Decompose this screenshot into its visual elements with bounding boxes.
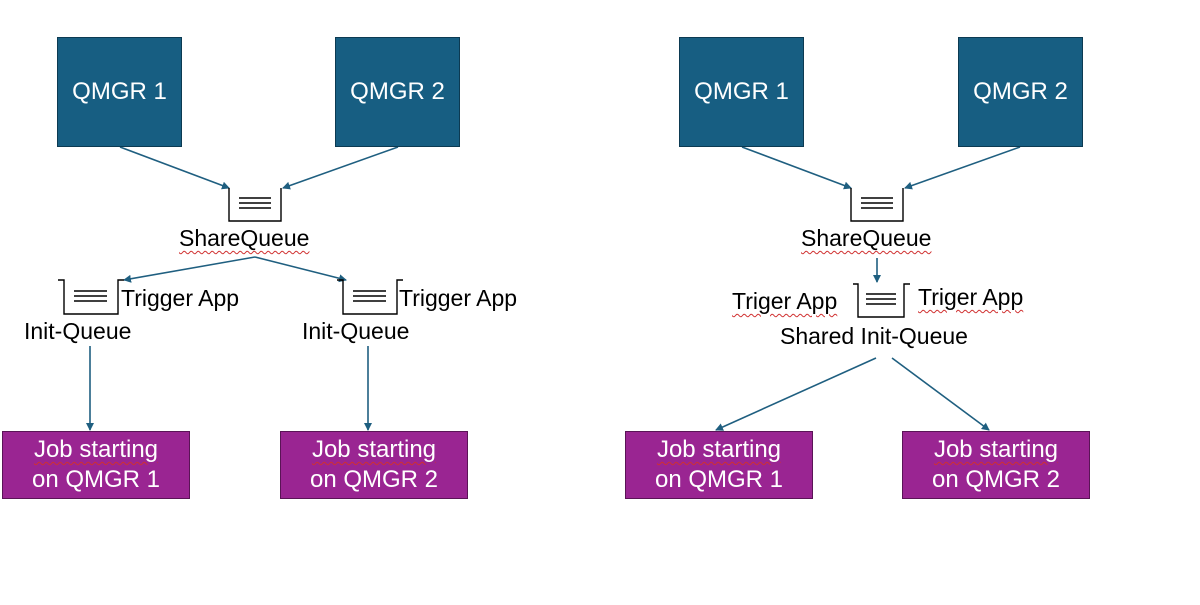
right-share-queue-icon (850, 188, 904, 222)
init-queue-text-2: Init-Queue (302, 318, 410, 344)
arrow-sharequeue-to-initqueue-2 (254, 256, 347, 283)
right-qmgr1-label: QMGR 1 (694, 78, 789, 105)
arrow-right-qmgr1-to-sharequeue (741, 146, 852, 190)
job2-line1: Job starting (311, 436, 437, 463)
right-triger-app-label-1: Triger App (732, 288, 838, 314)
shared-init-queue-icon (853, 283, 910, 318)
init-queue-label-2: Init-Queue (302, 318, 409, 344)
init-queue-icon-2 (337, 279, 403, 315)
right-triger-app-label-2: Triger App (918, 284, 1024, 310)
right-job1-line2: on QMGR 1 (654, 466, 784, 493)
job-box-2: Job starting on QMGR 2 (280, 431, 468, 499)
job2-line2: on QMGR 2 (309, 466, 439, 493)
qmgr2-label: QMGR 2 (350, 78, 445, 105)
arrow-sharequeue-to-initqueue-1 (123, 256, 256, 283)
arrow-shared-initqueue-to-job-2 (891, 357, 990, 431)
trigger-app-label-2: Trigger App (399, 285, 518, 311)
job-box-1: Job starting on QMGR 1 (2, 431, 190, 499)
qmgr2-box: QMGR 2 (335, 37, 460, 147)
share-queue-icon (228, 188, 282, 222)
right-share-queue-label: ShareQueue (801, 225, 932, 251)
trigger-app-label-1: Trigger App (121, 285, 240, 311)
right-job2-line2: on QMGR 2 (931, 466, 1061, 493)
job1-line2: on QMGR 1 (31, 466, 161, 493)
shared-init-queue-label: Shared Init-Queue (780, 323, 968, 349)
init-queue-text-1: Init-Queue (24, 318, 132, 344)
right-job2-line1: Job starting (933, 436, 1059, 463)
arrow-right-qmgr2-to-sharequeue (904, 146, 1021, 190)
arrow-qmgr1-to-sharequeue (119, 146, 230, 190)
qmgr1-box: QMGR 1 (57, 37, 182, 147)
arrow-shared-initqueue-to-job-1 (715, 357, 877, 431)
right-qmgr1-box: QMGR 1 (679, 37, 804, 147)
right-qmgr2-label: QMGR 2 (973, 78, 1068, 105)
right-job-box-1: Job starting on QMGR 1 (625, 431, 813, 499)
init-queue-icon-1 (58, 279, 124, 315)
right-job1-line1: Job starting (656, 436, 782, 463)
share-queue-label: ShareQueue (179, 225, 310, 251)
job1-line1: Job starting (33, 436, 159, 463)
right-job-box-2: Job starting on QMGR 2 (902, 431, 1090, 499)
init-queue-label-1: Init-Queue (24, 318, 131, 344)
qmgr1-label: QMGR 1 (72, 78, 167, 105)
arrow-qmgr2-to-sharequeue (282, 146, 399, 190)
right-qmgr2-box: QMGR 2 (958, 37, 1083, 147)
